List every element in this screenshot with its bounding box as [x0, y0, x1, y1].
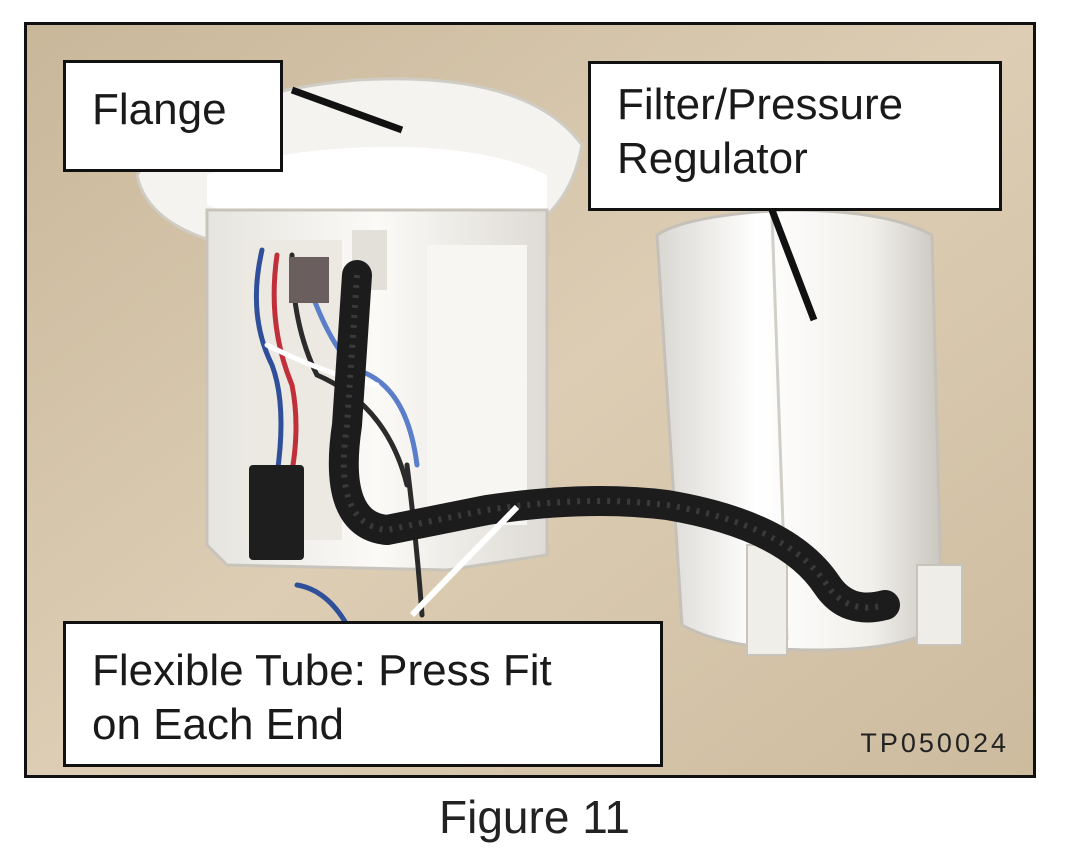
wire-connector-top	[289, 257, 329, 303]
regulator-leader-line	[768, 208, 818, 322]
filter-regulator	[655, 208, 963, 656]
tube-label-line1: Flexible Tube: Press Fit	[92, 646, 552, 695]
flange-leader-line	[290, 86, 404, 134]
wire-connector	[249, 465, 304, 560]
photo-frame: Flange Filter/Pressure Regulator Flexibl…	[24, 22, 1036, 778]
figure-caption: Figure 11	[439, 791, 630, 843]
regulator-callout: Filter/Pressure Regulator	[588, 61, 1002, 211]
flange-callout: Flange	[63, 60, 283, 172]
flange-label: Flange	[92, 85, 227, 134]
tube-callout: Flexible Tube: Press Fit on Each End	[63, 621, 663, 767]
regulator-label-line1: Filter/Pressure	[617, 80, 904, 129]
regulator-label-line2: Regulator	[617, 133, 808, 183]
tube-ribbing	[340, 274, 886, 611]
photo-code: TP050024	[860, 728, 1009, 758]
tube-leader-line	[409, 504, 520, 618]
tube-label-line2: on Each End	[92, 699, 344, 749]
